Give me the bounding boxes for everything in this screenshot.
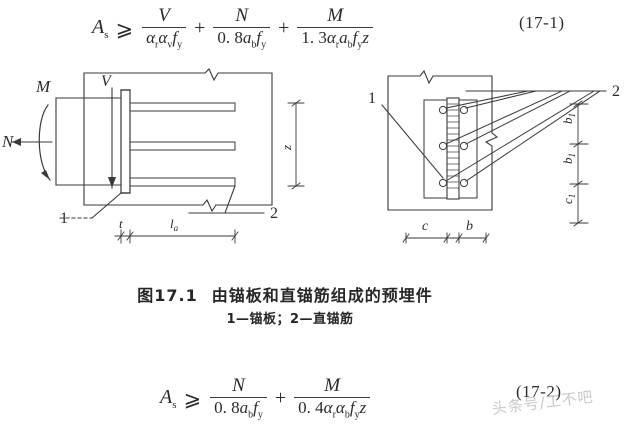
elevation-callout-1: 1	[60, 210, 68, 227]
equation-17-1-fraction-bar-3	[297, 26, 373, 29]
equation-17-1-number: (17-1)	[519, 13, 565, 32]
plan-dim-b1-upper: b1	[560, 113, 577, 124]
equation-17-2-denominator-2: 0. 4αrαbfyz	[298, 398, 367, 421]
elevation-dim-z: z	[279, 145, 294, 151]
equation-17-2-numerator-2: M	[324, 375, 341, 396]
plan-dim-c1: c1	[560, 194, 577, 204]
plan-dim-c: c	[422, 219, 429, 234]
equation-17-1-plus: +	[278, 17, 290, 40]
plan-callout-1: 1	[368, 90, 376, 107]
plan-callout-2: 2	[612, 83, 620, 100]
equation-17-2-denominator-1: 0. 8abfy	[214, 398, 263, 421]
equation-17-1-fraction-bar-1	[142, 26, 187, 29]
figure-17-1: M N V t la z 1 2 1 2 b1 b1 c1 c b	[0, 58, 640, 273]
equation-17-2-lhs: As	[160, 386, 177, 412]
plan-dim-b: b	[466, 219, 473, 234]
elevation-callout-2: 2	[270, 205, 278, 222]
equation-17-2-numerator-1: N	[232, 375, 245, 396]
watermark: 头条号/工不吧	[490, 387, 595, 418]
equation-17-2-fraction-bar-2	[294, 396, 371, 399]
equation-17-1-denominator-2: 0. 8abfy	[217, 28, 267, 51]
equation-17-1-denominator-1: αrαvfy	[146, 28, 183, 51]
equation-17-1-plus: +	[194, 17, 206, 40]
equation-17-1-fraction-bar-2	[213, 26, 271, 29]
equation-17-1-numerator-1: V	[158, 5, 170, 26]
elevation-label-axial: N	[1, 132, 15, 151]
equation-17-1-lhs: As	[92, 16, 109, 42]
elevation-dim-la: la	[170, 216, 179, 233]
equation-17-1-denominator-3: 1. 3αrabfyz	[301, 28, 369, 51]
figure-subcaption: 1—锚板；2—直锚筋	[226, 312, 354, 327]
plan-dim-b1-lower: b1	[560, 153, 577, 164]
figure-caption-text: 由锚板和直锚筋组成的预埋件	[211, 286, 433, 305]
figure-caption: 图17.1 由锚板和直锚筋组成的预埋件	[120, 282, 450, 306]
elevation-dim-t: t	[119, 216, 123, 231]
equation-17-1-relation: ⩾	[115, 16, 134, 41]
figure-caption-id: 图17.1	[137, 286, 198, 305]
equation-17-2-relation: ⩾	[183, 386, 202, 411]
equation-17-1-numerator-3: M	[327, 5, 344, 26]
elevation-label-shear: V	[101, 73, 113, 90]
elevation-label-moment: M	[35, 77, 51, 96]
equation-17-2-fraction-bar-1	[210, 396, 267, 399]
equation-17-2-plus: +	[274, 387, 287, 410]
equation-17-1-numerator-2: N	[235, 5, 249, 26]
equation-17-2-number: (17-2)	[516, 382, 562, 401]
